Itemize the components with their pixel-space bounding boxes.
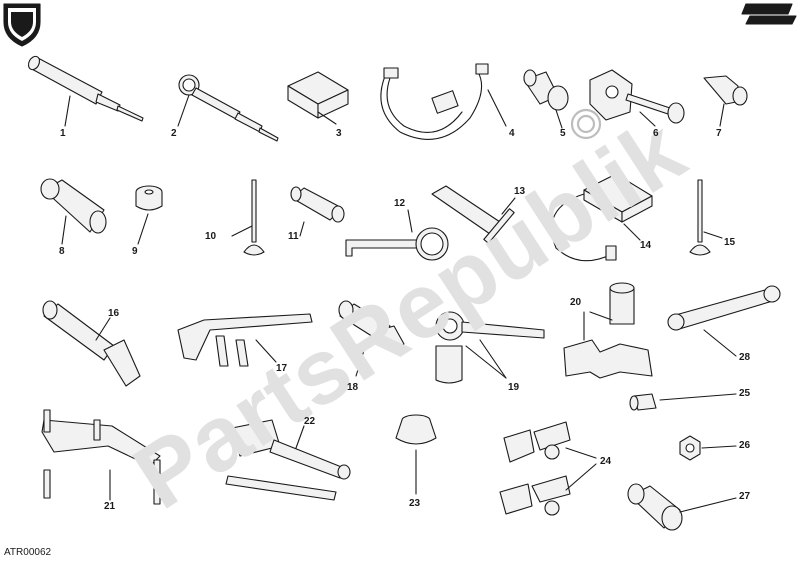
- tool-12: [345, 209, 449, 261]
- tool-3: [287, 71, 349, 125]
- tool-16: [42, 300, 141, 387]
- tool-8: [40, 178, 107, 245]
- tool-24: [499, 421, 597, 516]
- callout-1: 1: [60, 128, 66, 139]
- tool-11: [290, 186, 345, 237]
- sport-way-logo: [741, 3, 797, 25]
- tool-14: [551, 173, 653, 262]
- tool-13: [431, 185, 516, 244]
- tool-17: [177, 313, 313, 367]
- callout-3: 3: [336, 128, 342, 139]
- tool-2: [177, 74, 279, 142]
- callout-20: 20: [570, 297, 582, 308]
- tool-28: [667, 285, 781, 357]
- tool-20: [563, 282, 653, 379]
- callout-21: 21: [104, 501, 116, 512]
- callout-26: 26: [739, 440, 751, 451]
- callout-2: 2: [171, 128, 177, 139]
- callout-9: 9: [132, 246, 138, 257]
- tool-15: [689, 179, 723, 256]
- callout-24: 24: [600, 456, 612, 467]
- callout-16: 16: [108, 308, 120, 319]
- callout-7: 7: [716, 128, 722, 139]
- callout-5: 5: [560, 128, 566, 139]
- tool-23: [395, 414, 437, 495]
- ducati-logo: [3, 3, 41, 47]
- tool-5: [523, 69, 569, 129]
- callout-17: 17: [276, 363, 288, 374]
- tool-1: [27, 55, 144, 127]
- callout-22: 22: [304, 416, 316, 427]
- tool-10: [231, 179, 265, 256]
- tool-4: [380, 63, 507, 140]
- tool-27: [627, 483, 737, 531]
- callout-19: 19: [508, 382, 520, 393]
- callout-8: 8: [59, 246, 65, 257]
- callout-23: 23: [409, 498, 421, 509]
- tool-25: [629, 393, 737, 411]
- callout-18: 18: [347, 382, 359, 393]
- tool-9: [135, 185, 163, 245]
- callout-6: 6: [653, 128, 659, 139]
- tool-19: [435, 311, 545, 384]
- callout-13: 13: [514, 186, 526, 197]
- callout-27: 27: [739, 491, 751, 502]
- tool-7: [703, 75, 748, 127]
- tool-6: [589, 69, 685, 127]
- callout-25: 25: [739, 388, 751, 399]
- tool-26: [679, 435, 737, 461]
- callout-15: 15: [724, 237, 736, 248]
- tool-21: [41, 409, 161, 505]
- callout-4: 4: [509, 128, 515, 139]
- callout-12: 12: [394, 198, 406, 209]
- callout-11: 11: [288, 231, 299, 242]
- gear-icon: [570, 108, 602, 140]
- callout-14: 14: [640, 240, 652, 251]
- tool-22: [225, 419, 351, 501]
- callout-28: 28: [739, 352, 751, 363]
- reference-code: ATR00062: [4, 547, 52, 558]
- tool-18: [338, 300, 405, 377]
- callout-10: 10: [205, 231, 217, 242]
